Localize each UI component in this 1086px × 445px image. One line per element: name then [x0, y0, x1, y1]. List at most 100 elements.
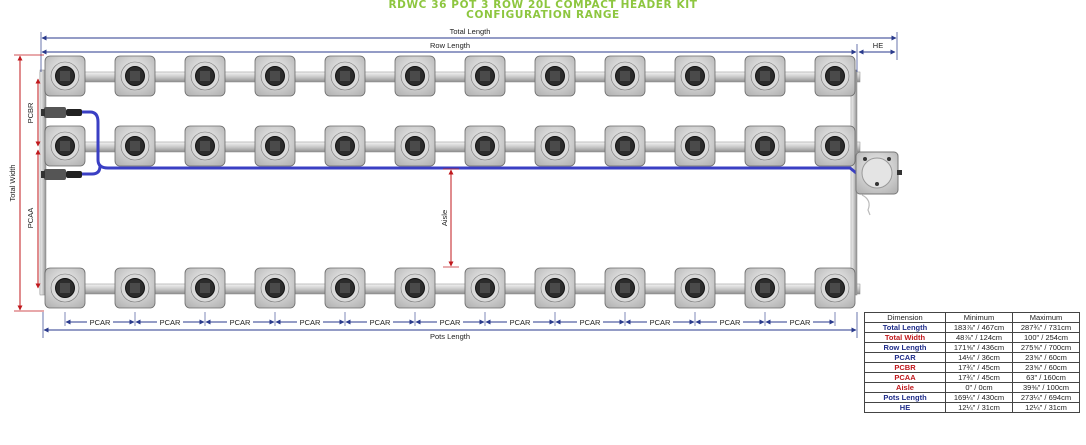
pot: [184, 267, 226, 309]
pcar-label: PCAR: [300, 318, 321, 327]
total-length-label: Total Length: [450, 27, 491, 36]
pot: [674, 125, 716, 167]
pot: [814, 55, 856, 97]
pot: [534, 125, 576, 167]
spec-maximum-value: 100" / 254cm: [1012, 332, 1080, 343]
pot: [534, 55, 576, 97]
pump-upper: [41, 107, 82, 118]
spec-table-header-row: Dimension Minimum Maximum: [864, 312, 1080, 323]
pot: [674, 267, 716, 309]
spec-minimum-value: 169¼" / 430cm: [945, 392, 1013, 403]
title-line-2: CONFIGURATION RANGE: [466, 9, 620, 21]
pcar-label: PCAR: [230, 318, 251, 327]
pot: [394, 267, 436, 309]
pcar-dimensions: PCAR PCAR PCAR PCAR PCAR PCAR PCAR PCAR PCAR PCAR…: [64, 312, 836, 327]
spec-maximum-value: 273¼" / 694cm: [1012, 392, 1080, 403]
pot: [394, 125, 436, 167]
pcar-label: PCAR: [580, 318, 601, 327]
pot: [744, 267, 786, 309]
diagram-title: RDWC 36 POT 3 ROW 20L COMPACT HEADER KIT…: [0, 0, 1086, 20]
spec-minimum-value: 171⅝" / 436cm: [945, 342, 1013, 353]
pot: [114, 267, 156, 309]
pot: [254, 125, 296, 167]
pcaa-label: PCAA: [26, 208, 35, 228]
spec-dimension-name: Total Width: [864, 332, 946, 343]
pot: [814, 267, 856, 309]
title-line-1: RDWC 36 POT 3 ROW 20L COMPACT HEADER KIT: [388, 0, 698, 11]
drain-hose: [861, 194, 871, 216]
pots-length-label: Pots Length: [430, 332, 470, 341]
spec-minimum-value: 14⅛" / 36cm: [945, 352, 1013, 363]
pot: [254, 55, 296, 97]
spec-dimension-name: Total Length: [864, 322, 946, 333]
spec-maximum-value: 39⅜" / 100cm: [1012, 382, 1080, 393]
pot: [814, 125, 856, 167]
he-label: HE: [873, 41, 883, 50]
pot: [674, 55, 716, 97]
pot: [324, 55, 366, 97]
spec-header-dimension: Dimension: [864, 312, 946, 323]
spec-minimum-value: 48⅞" / 124cm: [945, 332, 1013, 343]
spec-dimension-name: Aisle: [864, 382, 946, 393]
spec-dimension-name: Row Length: [864, 342, 946, 353]
pot: [114, 125, 156, 167]
pot: [184, 125, 226, 167]
spec-minimum-value: 17¾" / 45cm: [945, 372, 1013, 383]
spec-header-maximum: Maximum: [1012, 312, 1080, 323]
header-tank: [855, 151, 902, 195]
spec-minimum-value: 183⅞" / 467cm: [945, 322, 1013, 333]
spec-minimum-value: 0" / 0cm: [945, 382, 1013, 393]
spec-dimension-name: PCAR: [864, 352, 946, 363]
pump-lower: [41, 169, 82, 180]
pot: [44, 267, 86, 309]
spec-maximum-value: 287¾" / 731cm: [1012, 322, 1080, 333]
pot-grid: [44, 55, 856, 309]
pot: [534, 267, 576, 309]
spec-maximum-value: 275⅝" / 700cm: [1012, 342, 1080, 353]
pot: [604, 125, 646, 167]
pcar-label: PCAR: [440, 318, 461, 327]
pot: [44, 55, 86, 97]
spec-maximum-value: 63" / 160cm: [1012, 372, 1080, 383]
pot: [464, 55, 506, 97]
pcar-label: PCAR: [160, 318, 181, 327]
pot: [744, 55, 786, 97]
pcar-label: PCAR: [720, 318, 741, 327]
spec-dimension-name: Pots Length: [864, 392, 946, 403]
pot: [184, 55, 226, 97]
spec-dimension-name: PCAA: [864, 372, 946, 383]
pcar-label: PCAR: [370, 318, 391, 327]
pcar-label: PCAR: [790, 318, 811, 327]
pot: [604, 55, 646, 97]
pcar-label: PCAR: [90, 318, 111, 327]
pot: [394, 55, 436, 97]
spec-maximum-value: 23⅝" / 60cm: [1012, 352, 1080, 363]
pot: [604, 267, 646, 309]
pot: [254, 267, 296, 309]
pcbr-label: PCBR: [26, 102, 35, 123]
total-width-label: Total Width: [8, 164, 17, 201]
pcar-label: PCAR: [650, 318, 671, 327]
row-length-label: Row Length: [430, 41, 470, 50]
spec-dimension-name: PCBR: [864, 362, 946, 373]
pot: [744, 125, 786, 167]
pot: [464, 267, 506, 309]
spec-minimum-value: 12¼" / 31cm: [945, 402, 1013, 413]
pot: [464, 125, 506, 167]
spec-dimension-name: HE: [864, 402, 946, 413]
pot: [324, 125, 366, 167]
frame-pipes: [39, 69, 861, 296]
spec-maximum-value: 23⅝" / 60cm: [1012, 362, 1080, 373]
pot: [114, 55, 156, 97]
